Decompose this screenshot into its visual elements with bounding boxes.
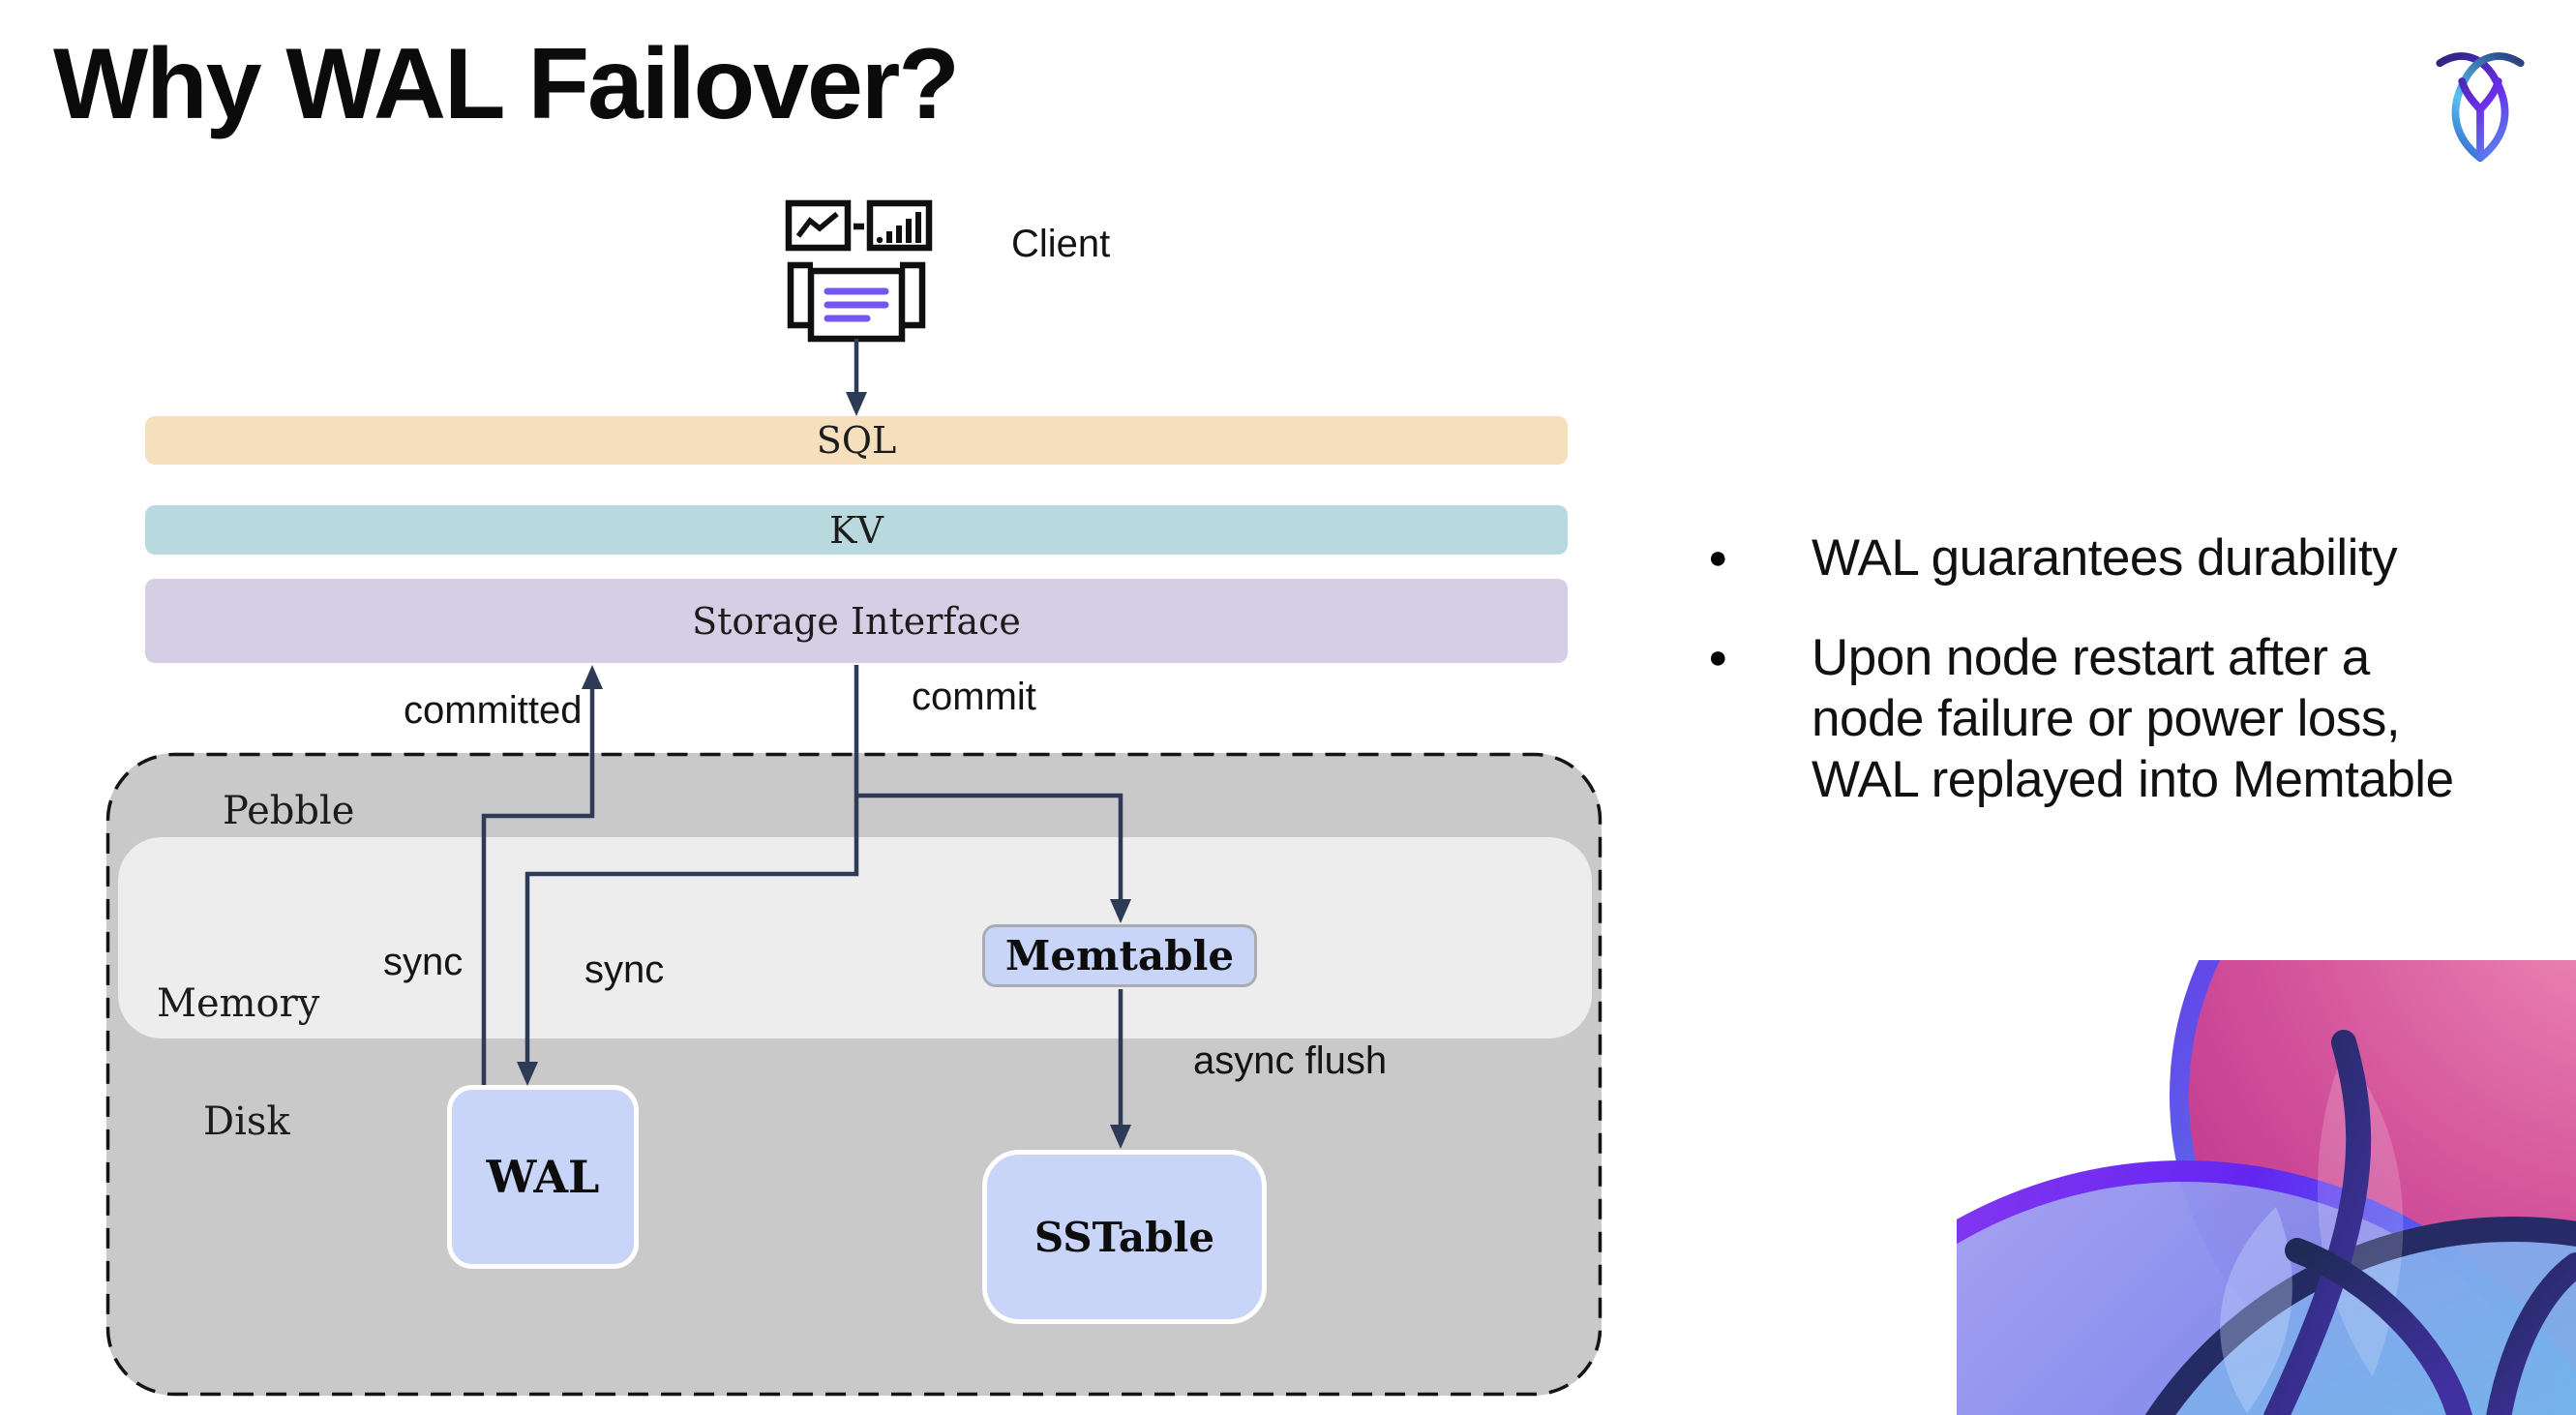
petal-highlight (2220, 1207, 2292, 1413)
sstable-node: SSTable (982, 1150, 1267, 1324)
bullet-dot-icon: ● (1708, 639, 1728, 676)
client-devices-icon (774, 192, 939, 346)
leaf-veins (2263, 1030, 2576, 1415)
bullet-text: WAL guarantees durability (1812, 529, 2398, 587)
page-title: Why WAL Failover? (53, 28, 960, 140)
memory-label: Memory (157, 981, 320, 1026)
bullet-dot-icon: ● (1708, 539, 1728, 576)
memtable-node: Memtable (982, 924, 1257, 987)
list-item: ● WAL guarantees durability (1689, 527, 2560, 588)
async-flush-edge-label: async flush (1193, 1039, 1388, 1082)
memory-band (118, 837, 1592, 1039)
list-item: ● Upon node restart after a node failure… (1689, 627, 2560, 810)
sync-left-edge-label: sync (383, 941, 464, 983)
committed-edge-label: committed (404, 689, 583, 732)
wal-node: WAL (447, 1085, 639, 1269)
commit-edge-label: commit (912, 676, 1036, 718)
client-label: Client (1011, 223, 1111, 265)
sstable-node-label: SSTable (1033, 1213, 1215, 1261)
pink-sphere-arc (2170, 960, 2576, 1415)
bullet-list: ● WAL guarantees durability ● Upon node … (1689, 527, 2560, 849)
layer-bar-sql-label: SQL (816, 419, 897, 462)
layer-bar-storage-interface: Storage Interface (145, 579, 1568, 663)
disk-label: Disk (203, 1099, 290, 1144)
wal-node-label: WAL (486, 1151, 600, 1203)
committed-arrowhead (582, 665, 603, 689)
layer-bar-sql: SQL (145, 416, 1568, 465)
brand-sphere-artwork (1957, 960, 2576, 1415)
bullet-text: Upon node restart after a node failure o… (1812, 629, 2454, 808)
memtable-node-label: Memtable (1004, 932, 1235, 979)
layer-bar-storage-interface-label: Storage Interface (692, 599, 1021, 643)
client-arrowhead (846, 392, 867, 416)
sync-right-edge-label: sync (584, 948, 665, 991)
layer-bar-kv: KV (145, 505, 1568, 555)
pebble-label: Pebble (223, 789, 355, 833)
violet-sphere-arc (1957, 1160, 2576, 1415)
cyan-sphere (2160, 1229, 2576, 1415)
cockroachdb-logo-icon (2432, 46, 2529, 165)
layer-bar-kv-label: KV (829, 508, 884, 552)
cyan-sphere-arc (2144, 1217, 2576, 1415)
